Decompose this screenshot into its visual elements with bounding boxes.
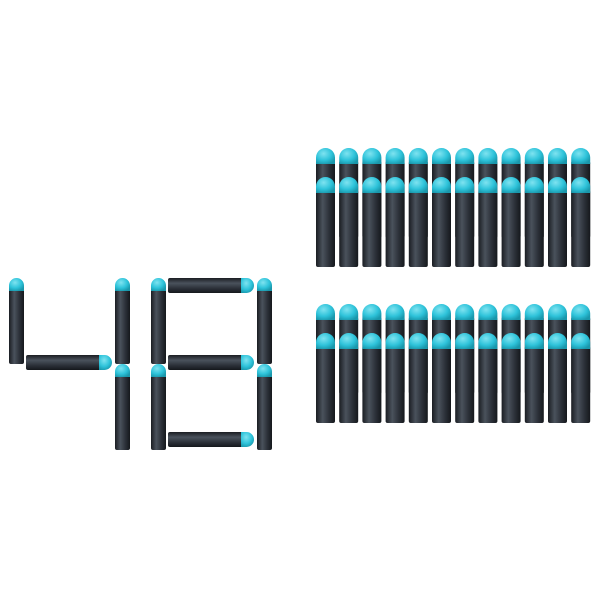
dart-tip [501,148,521,164]
digit4-lower-right-stroke [115,364,130,450]
dart-tip [548,148,567,164]
dart-tip [478,148,498,164]
grid-dart-b2-r2-1 [316,333,335,423]
dart-tip [548,177,567,193]
grid-dart-b2-r2-10 [524,333,544,423]
digit8-lower-left-stroke [151,364,166,450]
digit8-lower-right-stroke [257,364,272,450]
dart-tip [408,177,428,193]
grid-dart-b1-r2-5 [408,177,428,267]
dart-tip [115,364,130,377]
dart-tip [408,148,428,164]
digit8-upper-left-stroke [151,278,166,364]
grid-dart-b2-r2-6 [432,333,451,423]
dart-tip [385,304,405,320]
dart-tip [339,333,359,349]
grid-dart-b1-r2-10 [524,177,544,267]
grid-dart-b1-r2-2 [339,177,359,267]
dart-tip [339,177,359,193]
digit8-bottom-stroke [168,432,255,447]
grid-dart-b1-r2-7 [455,177,475,267]
dart-tip [432,333,451,349]
dart-tip [524,148,544,164]
grid-dart-b1-r2-8 [478,177,498,267]
dart-tip [408,333,428,349]
dart-tip [455,304,475,320]
digit8-top-stroke [168,278,255,293]
dart-tip [257,364,272,377]
digit4-left-stroke [9,278,25,364]
dart-tip [385,148,405,164]
dart-tip [257,278,272,291]
dart-tip [316,148,335,164]
dart-tip [362,333,382,349]
dart-tip [571,148,591,164]
grid-dart-b2-r2-7 [455,333,475,423]
dart-tip [99,355,113,370]
dart-tip [151,278,166,291]
digit4-middle-stroke [26,355,113,370]
dart-tip [151,364,166,377]
grid-dart-b2-r2-4 [385,333,405,423]
dart-tip [455,148,475,164]
grid-dart-b1-r2-9 [501,177,521,267]
dart-tip [478,177,498,193]
grid-dart-b2-r2-2 [339,333,359,423]
dart-tip [524,304,544,320]
grid-dart-b1-r2-11 [548,177,567,267]
dart-tip [478,333,498,349]
dart-tip [385,333,405,349]
dart-tip [432,148,451,164]
dart-tip [501,304,521,320]
dart-grid [316,148,591,423]
dart-tip [316,177,335,193]
dart-tip [362,177,382,193]
grid-dart-b2-r2-12 [571,333,591,423]
dart-tip [385,177,405,193]
dart-tip [501,333,521,349]
grid-dart-b2-r2-5 [408,333,428,423]
dart-tip [362,148,382,164]
dart-tip [241,278,255,293]
dart-tip [241,355,255,370]
dart-tip [9,278,25,291]
dart-tip [524,177,544,193]
grid-dart-b1-r2-1 [316,177,335,267]
grid-dart-b1-r2-6 [432,177,451,267]
dart-tip [548,333,567,349]
dart-tip [339,304,359,320]
count-digits-48 [9,278,272,450]
dart-tip [501,177,521,193]
dart-tip [455,333,475,349]
grid-dart-b1-r2-3 [362,177,382,267]
digit4-upper-right-stroke [115,278,130,364]
dart-tip [316,304,335,320]
dart-tip [455,177,475,193]
dart-tip [115,278,130,291]
grid-dart-b1-r2-4 [385,177,405,267]
dart-tip [571,304,591,320]
dart-tip [524,333,544,349]
dart-tip [362,304,382,320]
grid-dart-b2-r2-8 [478,333,498,423]
dart-tip [408,304,428,320]
grid-dart-b2-r2-9 [501,333,521,423]
dart-tip [316,333,335,349]
dart-tip [432,177,451,193]
dart-tip [571,177,591,193]
grid-dart-b1-r2-12 [571,177,591,267]
grid-dart-b2-r2-3 [362,333,382,423]
dart-tip [432,304,451,320]
dart-tip [241,432,255,447]
digit8-upper-right-stroke [257,278,272,364]
dart-tip [478,304,498,320]
digit8-middle-stroke [168,355,255,370]
dart-tip [548,304,567,320]
dart-tip [571,333,591,349]
dart-tip [339,148,359,164]
grid-dart-b2-r2-11 [548,333,567,423]
